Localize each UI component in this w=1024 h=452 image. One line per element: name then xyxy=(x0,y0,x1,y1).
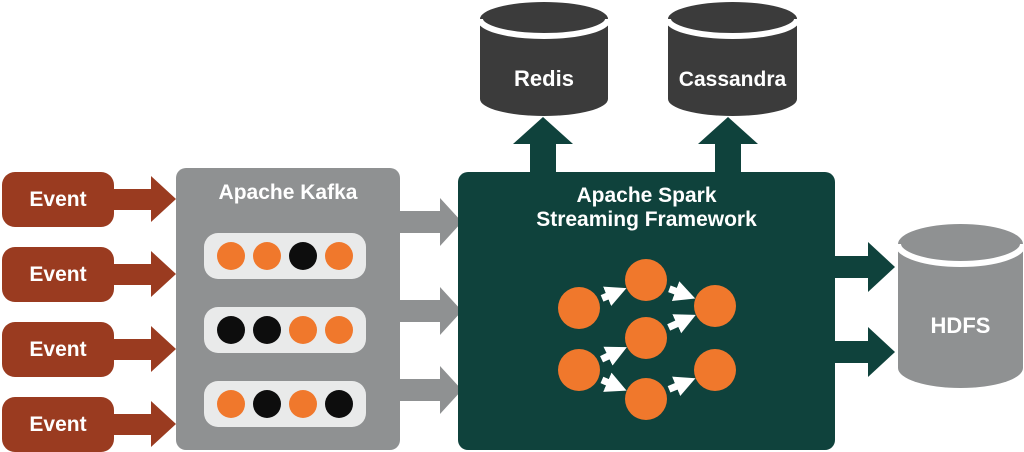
hdfs-label: HDFS xyxy=(931,313,991,338)
queue-dot-orange xyxy=(289,390,317,418)
spark-box: Apache Spark Streaming Framework xyxy=(458,172,835,450)
network-edge-arrow xyxy=(668,281,696,301)
queue-dot-black xyxy=(289,242,317,270)
queue-dot-orange xyxy=(253,242,281,270)
event-arrow-icon xyxy=(114,397,178,452)
spark-to-redis-arrow-icon xyxy=(513,117,573,173)
event-node: Event xyxy=(0,397,180,452)
queue-dot-orange xyxy=(217,390,245,418)
network-node xyxy=(625,317,667,359)
kafka-to-spark-arrow-icon xyxy=(400,365,462,415)
redis-label: Redis xyxy=(514,66,574,91)
arrow-head xyxy=(513,117,573,144)
arrow-tail xyxy=(715,144,741,173)
event-box: Event xyxy=(2,247,114,302)
arrow-tail xyxy=(530,144,556,173)
queue-dot-black xyxy=(253,316,281,344)
kafka-box: Apache Kafka xyxy=(176,168,400,450)
kafka-queue xyxy=(204,381,366,427)
network-edge-arrow xyxy=(667,314,696,334)
event-node: Event xyxy=(0,247,180,302)
network-node xyxy=(625,259,667,301)
queue-dot-black xyxy=(217,316,245,344)
cassandra-label: Cassandra xyxy=(679,68,787,91)
hdfs-cylinder-icon: HDFS xyxy=(898,224,1023,388)
arrow-tail xyxy=(114,189,151,210)
queue-dot-orange xyxy=(289,316,317,344)
network-node xyxy=(694,349,736,391)
arrow-head xyxy=(440,366,462,414)
event-arrow-icon xyxy=(114,247,178,302)
event-box: Event xyxy=(2,172,114,227)
kafka-title: Apache Kafka xyxy=(218,181,358,204)
event-node: Event xyxy=(0,322,180,377)
arrow-tail xyxy=(114,414,151,435)
arrow-tail xyxy=(114,339,151,360)
arrow-tail xyxy=(114,264,151,285)
event-arrow-icon xyxy=(114,172,178,227)
network-edge-arrow xyxy=(667,376,696,397)
arrow-tail xyxy=(400,211,440,233)
queue-dot-black xyxy=(325,390,353,418)
arrow-tail xyxy=(400,300,440,322)
event-box: Event xyxy=(2,322,114,377)
network-node xyxy=(625,378,667,420)
spark-network xyxy=(558,259,736,420)
arrow-head xyxy=(698,117,758,144)
kafka-queue xyxy=(204,233,366,279)
event-node: Event xyxy=(0,172,180,227)
redis-cylinder-icon: Redis xyxy=(480,2,608,116)
spark-to-hdfs-arrow-icon xyxy=(835,242,895,292)
network-edge-arrow xyxy=(600,346,627,366)
event-arrow-icon xyxy=(114,322,178,377)
queue-dot-orange xyxy=(325,242,353,270)
kafka-to-spark-arrow-icon xyxy=(400,286,462,336)
queue-dot-black xyxy=(253,390,281,418)
arrow-head xyxy=(151,176,176,222)
network-edge-arrow xyxy=(600,372,627,392)
spark-title-line1: Apache Spark xyxy=(576,184,717,207)
cassandra-cylinder-icon: Cassandra xyxy=(668,2,797,116)
arrow-head xyxy=(440,287,462,335)
kafka-to-spark-arrow-icon xyxy=(400,197,462,247)
kafka-queue xyxy=(204,307,366,353)
event-box: Event xyxy=(2,397,114,452)
arrow-tail xyxy=(400,379,440,401)
arrow-head xyxy=(151,251,176,297)
network-node xyxy=(558,349,600,391)
spark-to-cassandra-arrow-icon xyxy=(698,117,758,173)
queue-dot-orange xyxy=(325,316,353,344)
arrow-head xyxy=(151,326,176,372)
arrow-head xyxy=(151,401,176,447)
arrow-head xyxy=(868,242,895,292)
network-edge-arrow xyxy=(600,286,627,306)
network-node xyxy=(694,285,736,327)
arrow-tail xyxy=(835,256,868,278)
arrow-head xyxy=(868,327,895,377)
spark-title: Apache Spark Streaming Framework xyxy=(458,184,835,232)
spark-title-line2: Streaming Framework xyxy=(536,208,757,231)
arrow-tail xyxy=(835,341,868,363)
queue-dot-orange xyxy=(217,242,245,270)
network-node xyxy=(558,287,600,329)
spark-to-hdfs-arrow-icon xyxy=(835,327,895,377)
arrow-head xyxy=(440,198,462,246)
